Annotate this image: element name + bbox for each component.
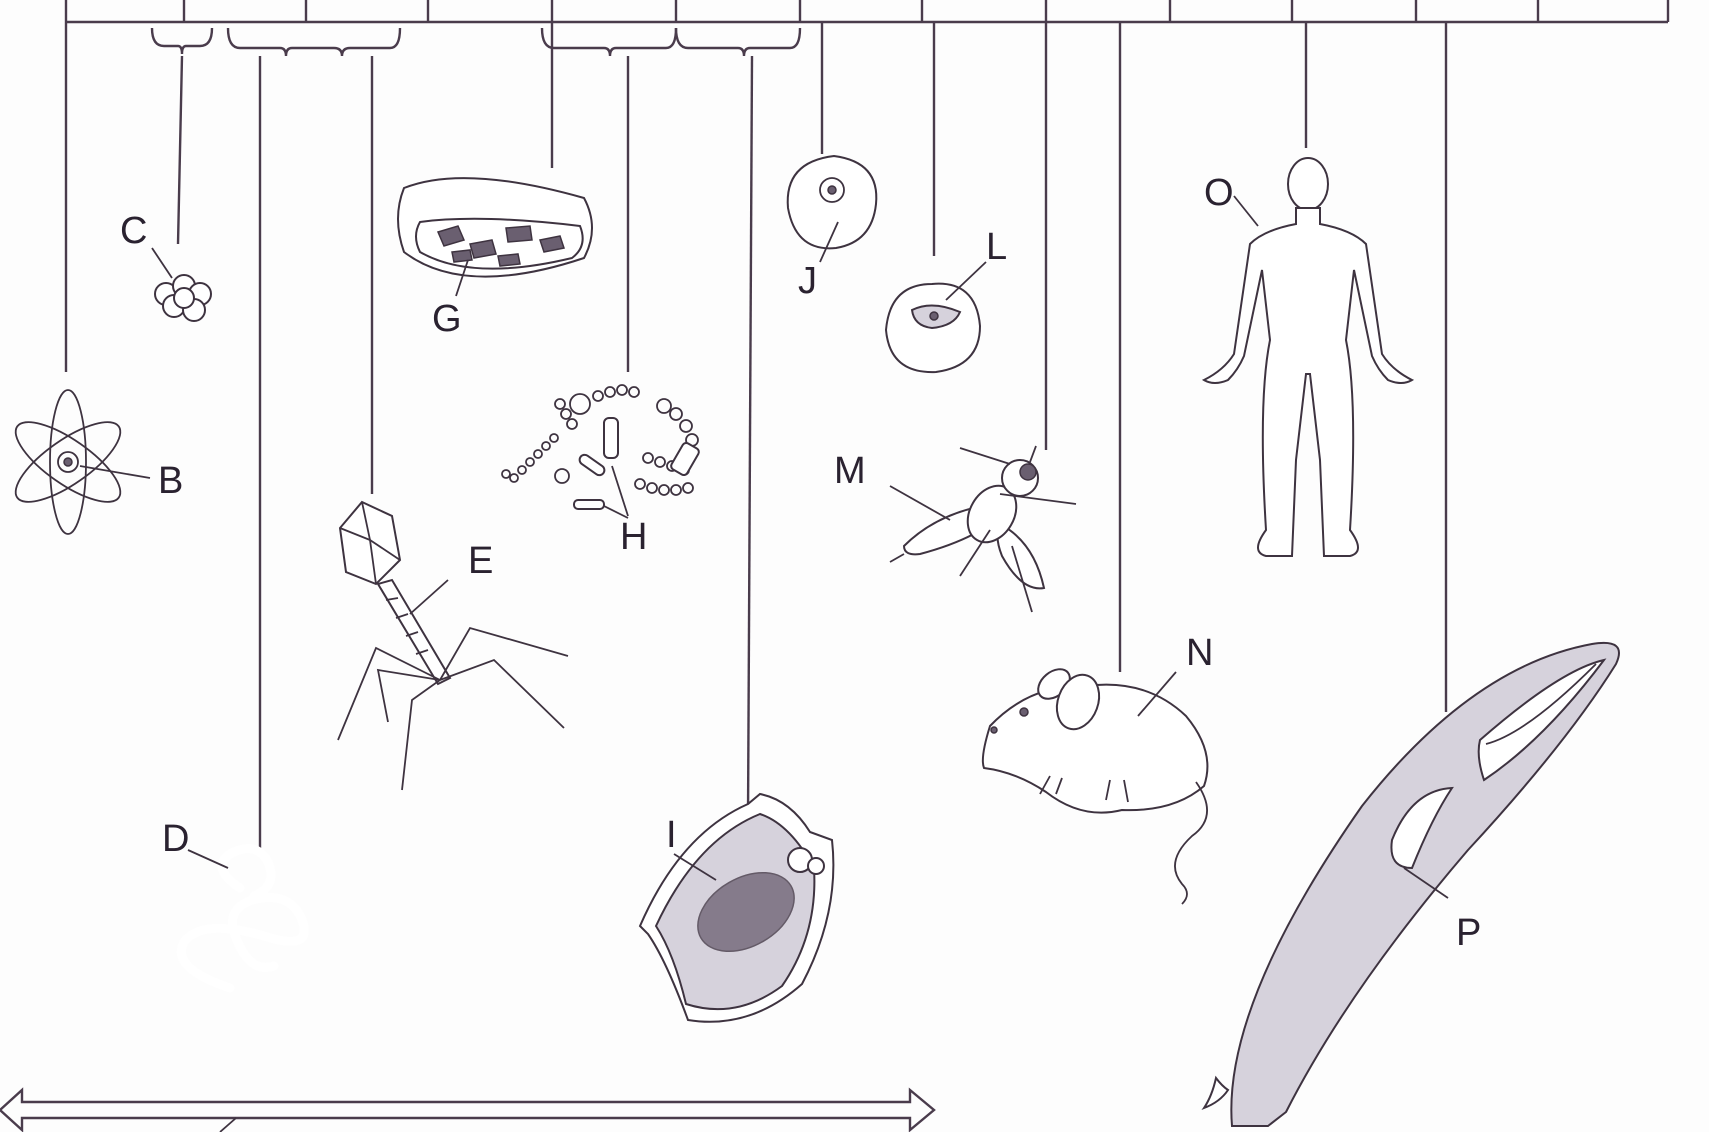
label-p: P <box>1456 914 1481 952</box>
atom-icon <box>5 390 150 534</box>
label-l: L <box>986 228 1007 266</box>
mouse-icon <box>983 663 1208 904</box>
label-c: C <box>120 212 147 250</box>
bacteria-colony-icon <box>502 385 700 518</box>
bacteriophage-icon <box>338 502 568 790</box>
label-g: G <box>432 300 462 338</box>
leader-lines <box>66 22 1446 848</box>
red-blood-cell-icon <box>886 262 986 372</box>
label-b: B <box>158 462 183 500</box>
label-m: M <box>834 452 866 490</box>
scale-bar <box>66 0 1668 22</box>
label-n: N <box>1186 634 1213 672</box>
animal-cell-icon <box>788 156 877 262</box>
range-arrow <box>0 1090 934 1132</box>
label-e: E <box>468 542 493 580</box>
whale-icon <box>1204 643 1619 1126</box>
chloroplast-section-icon <box>398 178 592 296</box>
molecule-cluster-icon <box>152 248 211 321</box>
label-o: O <box>1204 174 1234 212</box>
range-braces <box>152 28 800 56</box>
label-h: H <box>620 518 647 556</box>
label-j: J <box>798 262 817 300</box>
protein-coil-icon <box>181 849 304 988</box>
human-figure-icon <box>1204 158 1412 556</box>
fly-icon <box>890 446 1076 612</box>
label-i: I <box>666 816 677 854</box>
label-d: D <box>162 820 189 858</box>
